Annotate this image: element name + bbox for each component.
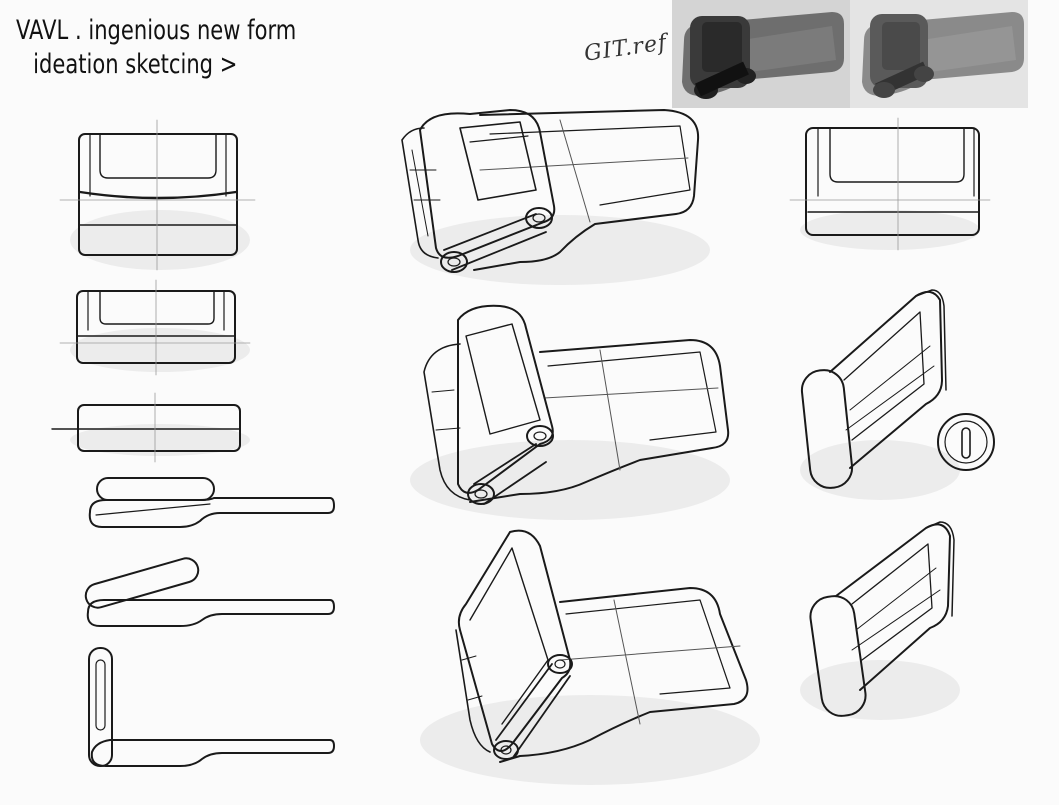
drop-shadows: [70, 210, 980, 785]
profile-open-sketch: [88, 647, 335, 767]
reference-image-dark: [672, 0, 850, 108]
profile-closed-sketch: [88, 477, 335, 528]
title-line-1: VAVL . ingenious new form: [16, 15, 297, 46]
title-line-2: ideation sketcing >: [33, 49, 238, 80]
rear-view-sketch: [789, 117, 991, 251]
perspective-closed-sketch: [401, 109, 700, 273]
perspective-half-open-sketch: [423, 304, 730, 505]
profile-half-open-sketch: [84, 557, 335, 627]
closed-angle-sketch: [800, 289, 995, 489]
perspective-open-sketch: [455, 529, 749, 763]
reference-image-grey: [850, 0, 1028, 108]
front-view-sketch: [59, 119, 256, 271]
tilted-angle-sketch: [809, 521, 955, 717]
top-view-sketch: [59, 279, 251, 376]
side-view-sketch: [51, 392, 241, 463]
sheet-title: VAVL . ingenious new form ideation sketc…: [16, 14, 296, 82]
